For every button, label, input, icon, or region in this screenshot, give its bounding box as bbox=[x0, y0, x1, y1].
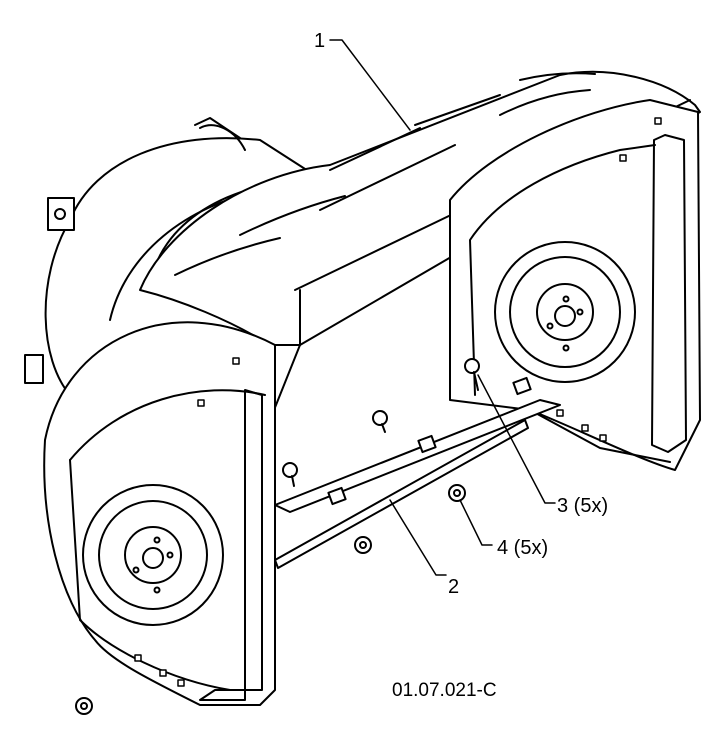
callout-3: 3 (5x) bbox=[557, 495, 608, 517]
nut-b bbox=[354, 536, 372, 554]
callout-4: 4 (5x) bbox=[497, 537, 548, 559]
carriage-bolts bbox=[282, 358, 480, 487]
cross-bar bbox=[274, 376, 561, 569]
front-side-plate bbox=[43, 321, 276, 706]
callout-1: 1 bbox=[314, 30, 325, 52]
hex-nuts bbox=[75, 484, 466, 715]
bolt-a bbox=[464, 358, 480, 391]
right-side-plate bbox=[449, 99, 701, 471]
callout-2: 2 bbox=[448, 576, 459, 598]
bolt-c bbox=[282, 462, 298, 487]
bolt-b bbox=[372, 410, 388, 433]
nut-a bbox=[448, 484, 466, 502]
mounting-holes bbox=[134, 117, 662, 687]
leader-lines bbox=[329, 39, 556, 576]
nut-c bbox=[75, 697, 93, 715]
drawing-code: 01.07.021-C bbox=[392, 680, 497, 701]
